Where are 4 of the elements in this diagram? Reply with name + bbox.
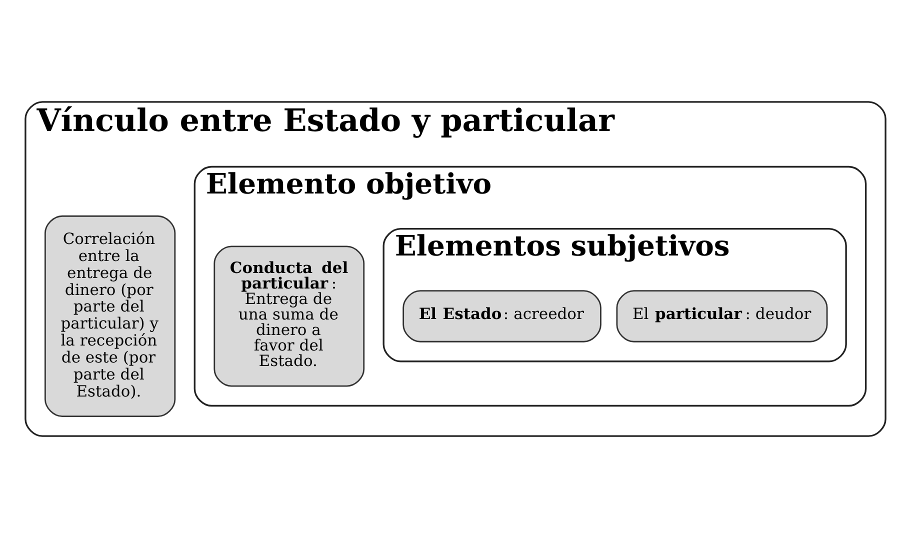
node-box: Correlación entre la entrega de dinero (por parte del particular) y la recepción de este (por parte del Estado). [44,215,176,418]
node-box: Conducta del particular: Entrega de una suma de dinero a favor del Estado. [214,246,365,387]
node-box: El particular: deudor [616,290,828,342]
node-box: El Estado: acreedor [402,290,602,342]
